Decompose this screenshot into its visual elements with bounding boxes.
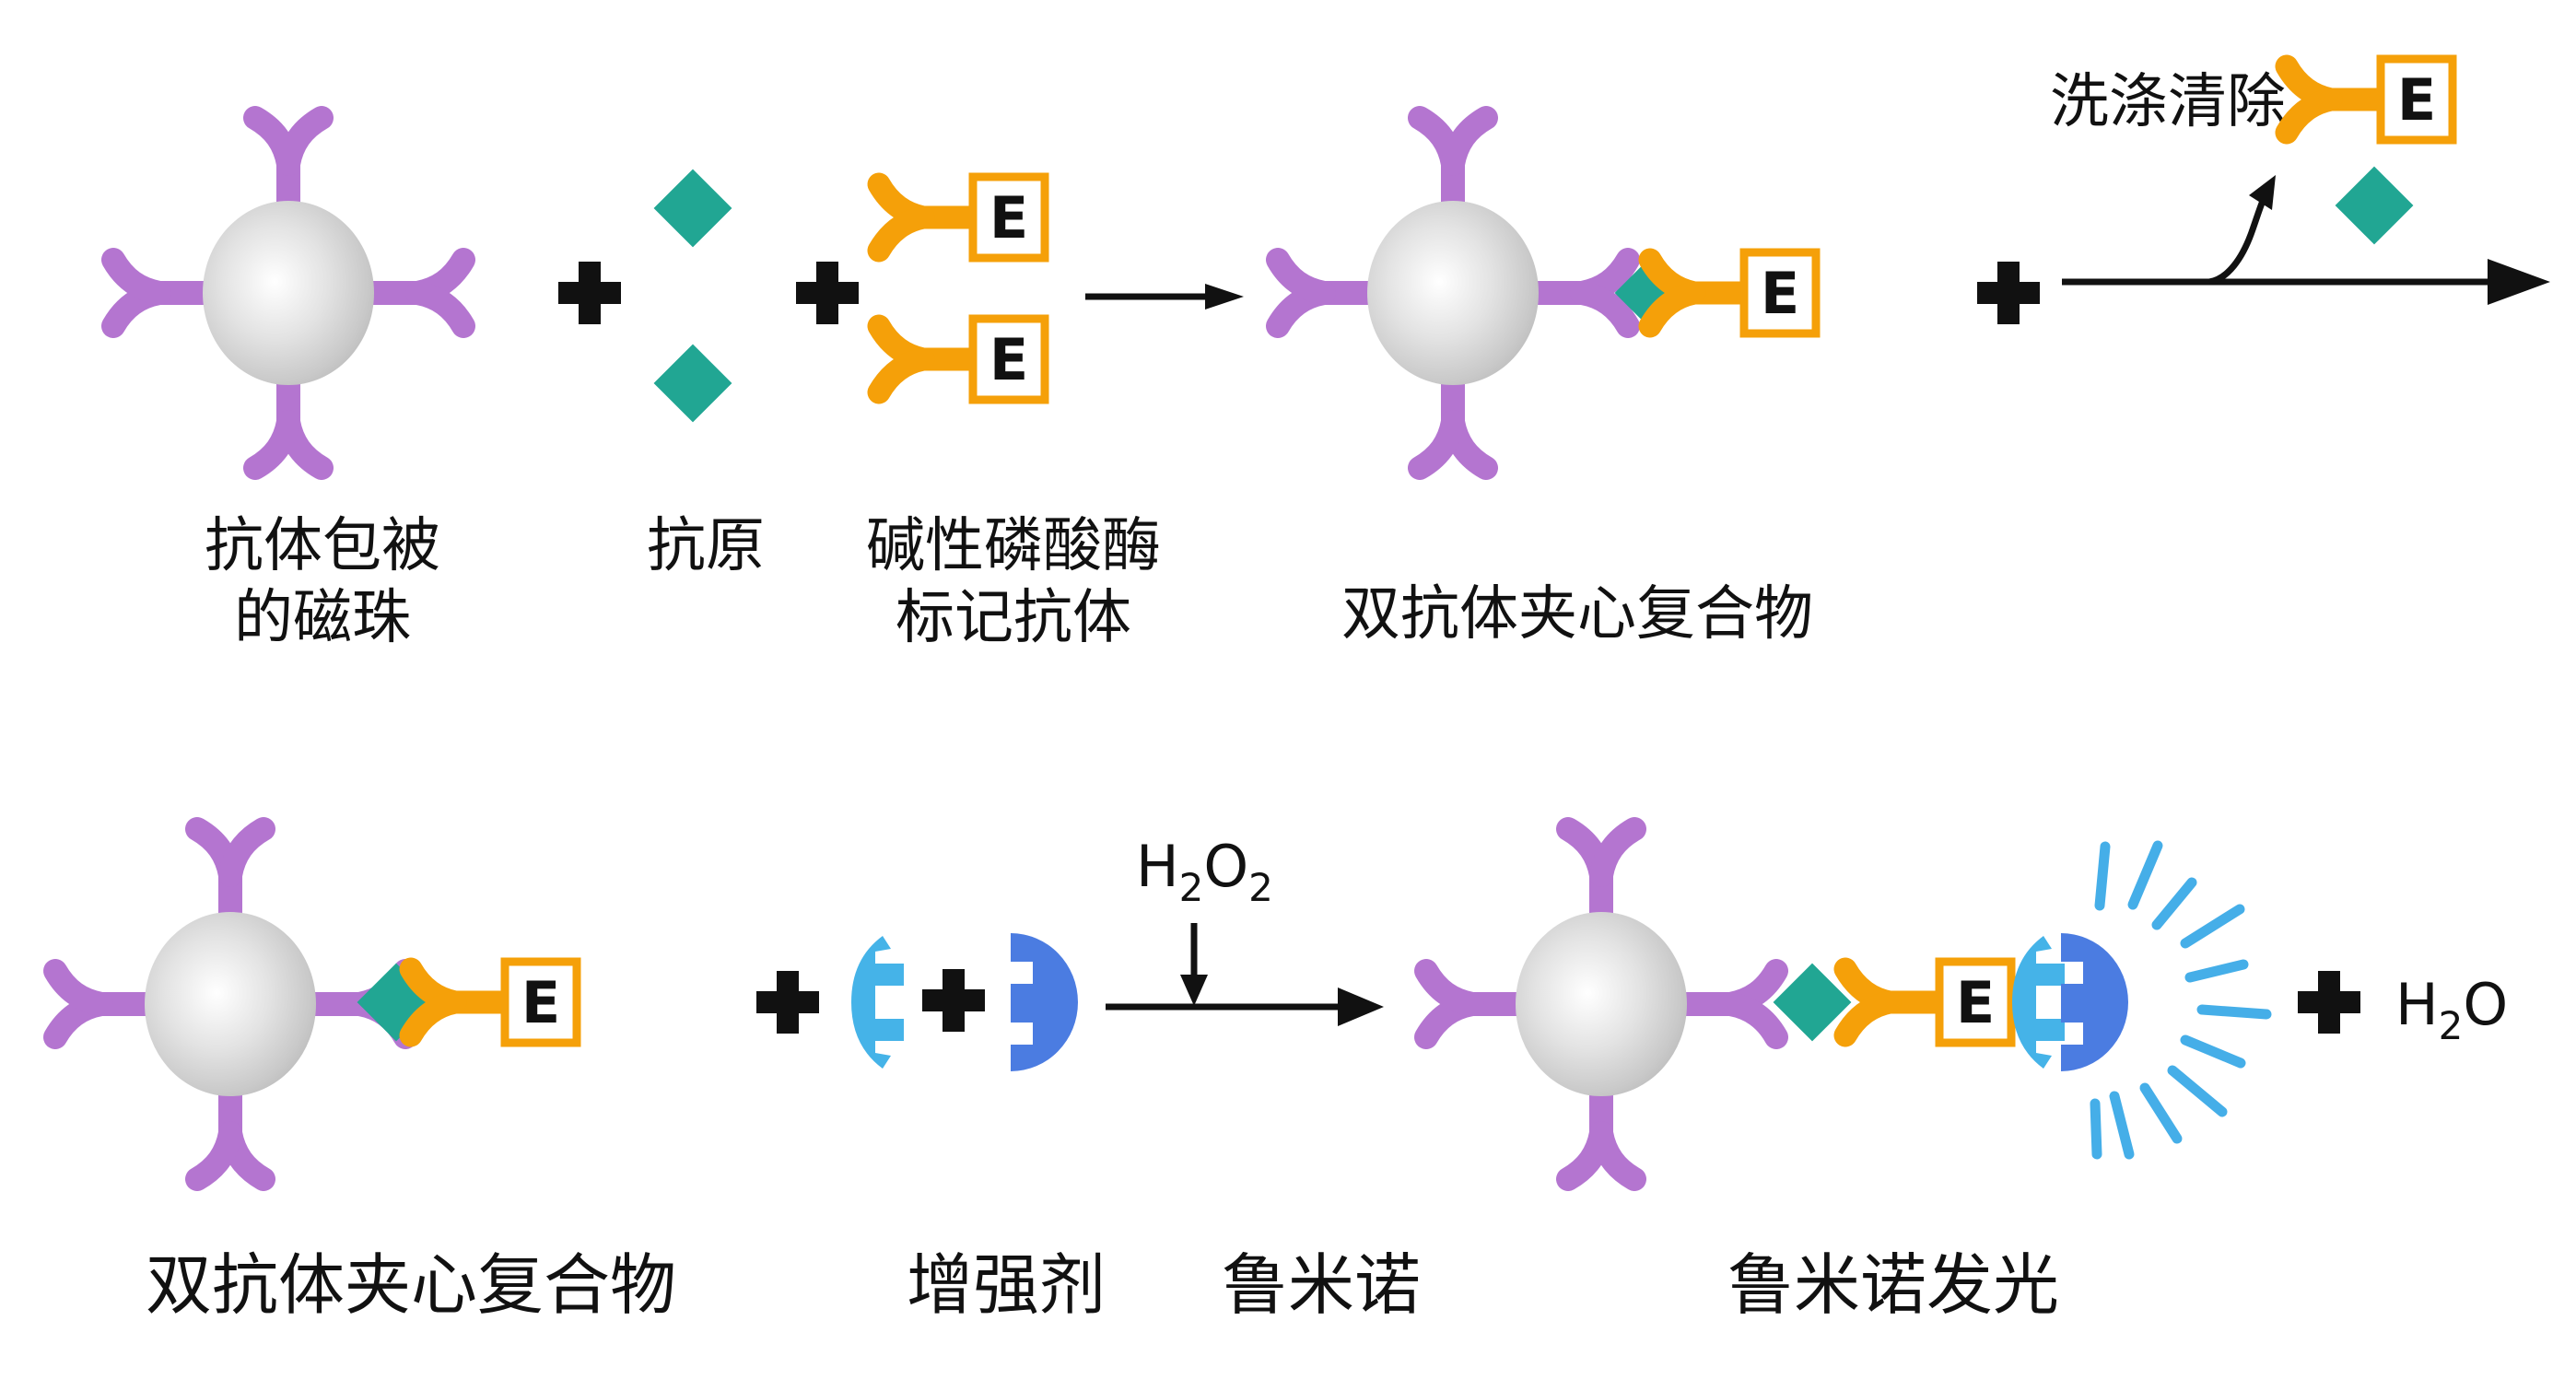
plus-icon [1977,262,2040,324]
enhancer-icon [851,936,904,1069]
glow-caption: 鲁米诺发光 [1727,1246,2059,1324]
enzyme-antibody-icon: E [879,172,1049,263]
enzyme-letter: E [2397,66,2436,134]
enzyme-letter: E [989,184,1028,251]
enzyme-box [2376,54,2457,145]
enzyme-box [500,957,581,1047]
plus-icon [796,262,859,324]
sandwich-caption-row2: 双抗体夹心复合物 [146,1246,676,1324]
reaction-arrow-icon [1085,284,1244,310]
enzyme-letter: E [1956,969,1995,1036]
enhancer-caption: 增强剂 [907,1246,1106,1324]
enzyme-letter: E [521,969,560,1036]
antibody-coated-bead-icon [113,118,463,468]
enzyme-box [968,314,1049,404]
luminol-icon [2061,933,2128,1071]
bead-caption-line1: 抗体包被 [205,512,440,580]
bead-caption-line2: 的磁珠 [234,584,411,652]
enzyme-caption-line1: 碱性磷酸酶 [866,512,1161,580]
plus-icon [756,971,819,1034]
wash-caption: 洗涤清除 [2050,68,2286,136]
enzyme-box [1935,957,2016,1047]
enzyme-box [1739,248,1821,338]
h2o2-down-arrow-icon [1180,923,1208,1006]
washed-antigen-diamond-icon [2335,166,2414,245]
enzyme-antibody-icon: E [879,314,1049,404]
sandwich-caption-row1: 双抗体夹心复合物 [1341,580,1813,649]
h2o2-label: H2O2 [1136,833,1273,910]
washed-enzyme-antibody-icon: E [2287,54,2457,145]
wash-branch-arrow-icon [2062,175,2550,305]
antigen-diamond-icon [653,344,732,423]
enhancer-icon [2012,936,2065,1069]
plus-icon [2298,971,2360,1034]
plus-icon [922,969,985,1032]
luminescence-rays-icon [2090,840,2272,1160]
glowing-complex-icon: E [1426,829,2272,1179]
enzyme-caption-line2: 标记抗体 [896,584,1131,652]
antigen-diamond-icon [653,169,732,248]
enzyme-letter: E [1761,260,1799,327]
plus-icon [558,262,621,324]
antigen-caption: 抗原 [647,512,765,580]
sandwich-complex-icon: E [1278,118,1821,468]
sandwich-complex-icon: E [55,829,581,1179]
enzyme-letter: E [989,326,1028,393]
h2o-label: H2O [2395,971,2508,1048]
luminol-caption: 鲁米诺 [1222,1246,1421,1324]
luminol-icon [1011,933,1078,1071]
enzyme-box [968,172,1049,263]
reaction-arrow-icon [1106,988,1384,1026]
